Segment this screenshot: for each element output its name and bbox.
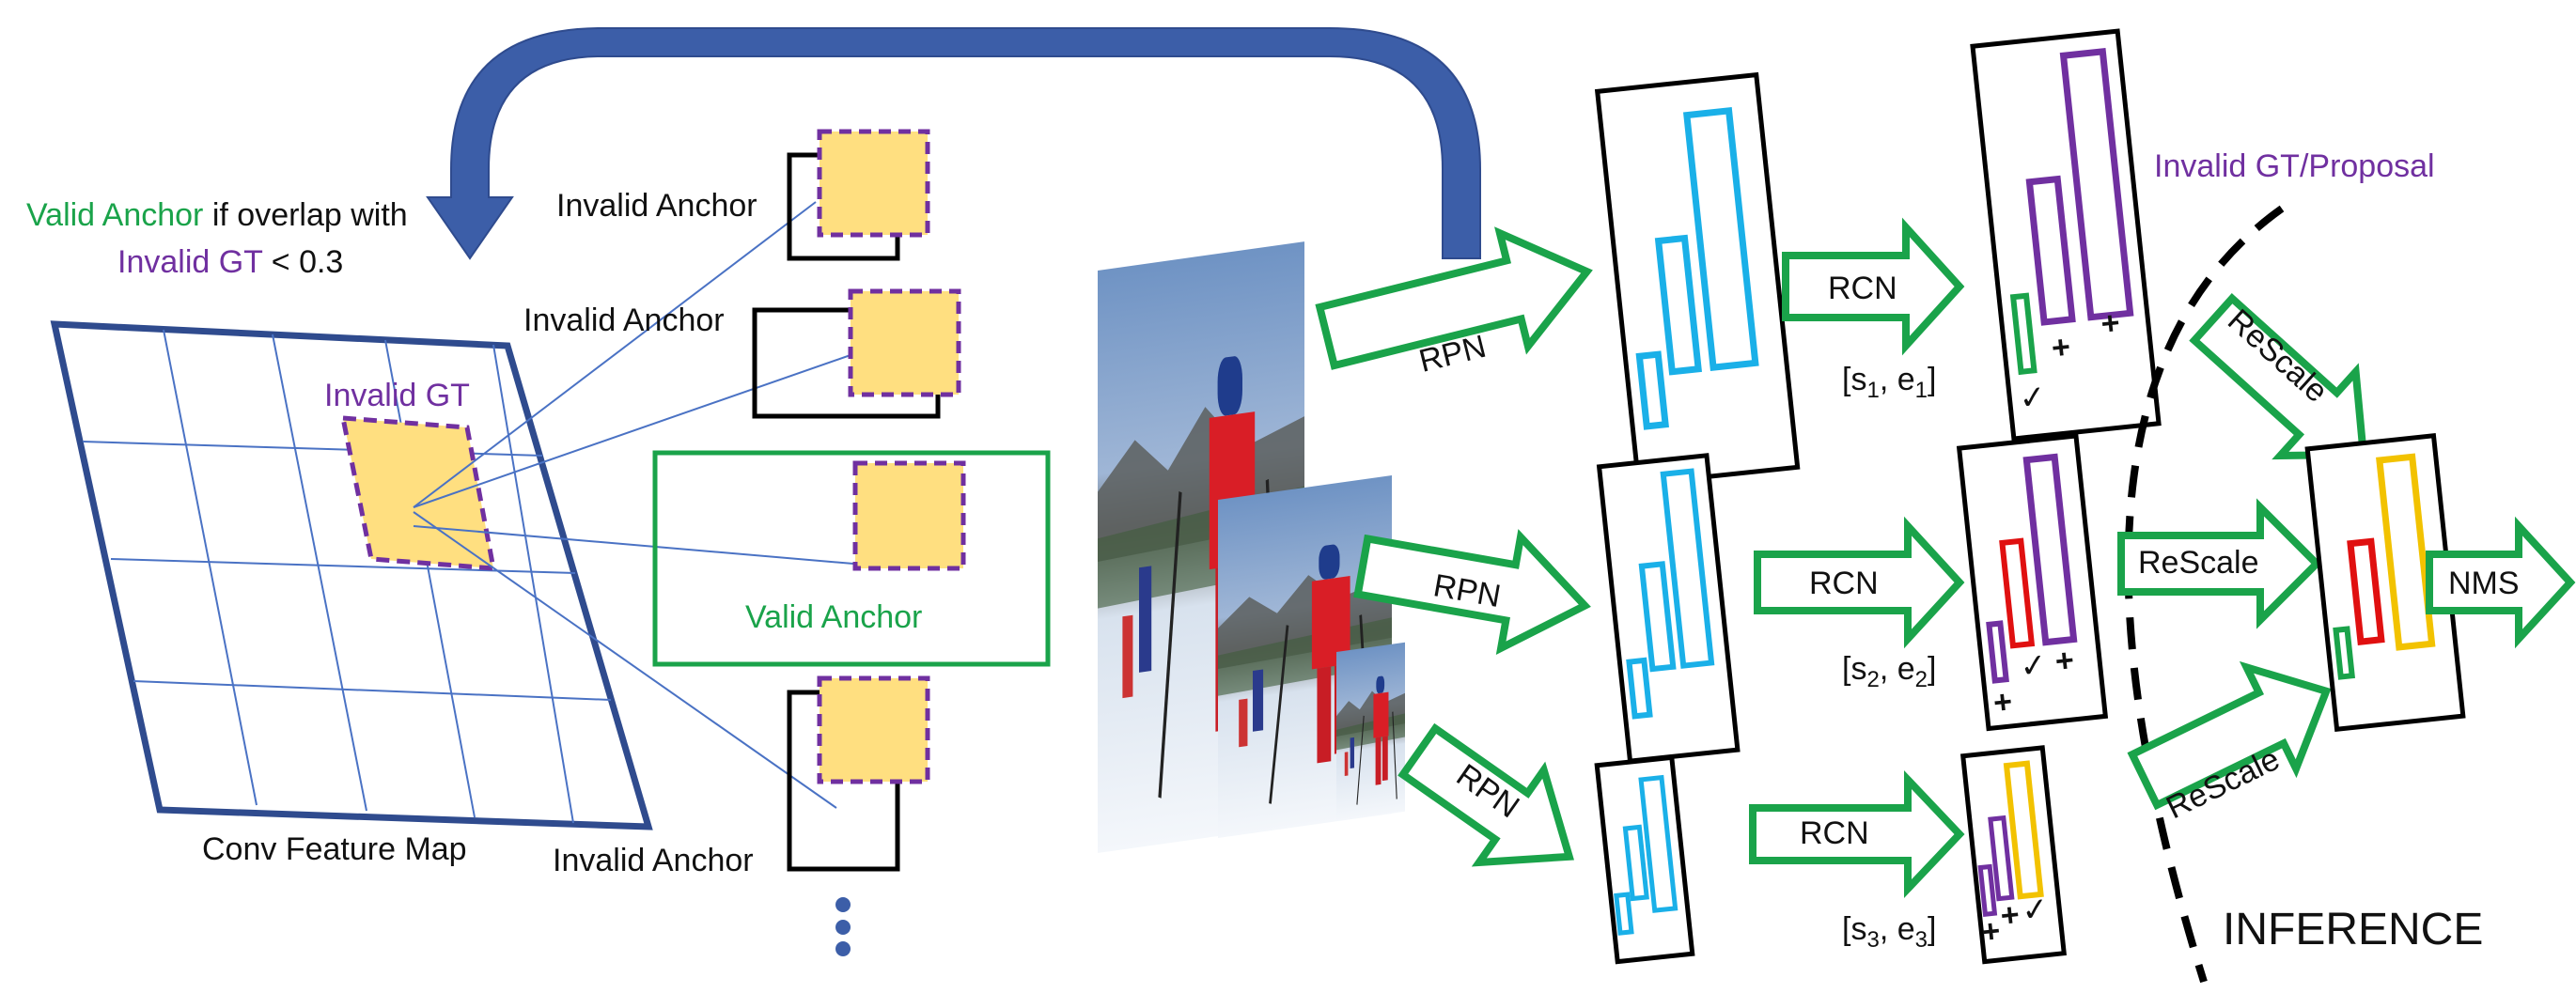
rcn-label-3: RCN	[1800, 815, 1869, 851]
rule-valid-anchor: Valid Anchor	[26, 197, 203, 233]
inference-boundary	[2124, 205, 2285, 984]
feature-map-outline	[50, 320, 653, 830]
nms-arrow	[2426, 516, 2576, 649]
rescale-arrows	[2117, 293, 2368, 811]
check-mark-1: ✓	[2018, 379, 2048, 417]
invalid-anchor-3: Invalid Anchor	[553, 675, 930, 878]
valid-anchor-rule-line2: Invalid GT < 0.3	[117, 244, 343, 280]
valid-anchor-label: Valid Anchor	[745, 599, 922, 635]
rpn-output-panel-1	[1594, 71, 1801, 487]
rule-overlap-text: if overlap with	[203, 197, 407, 233]
cross-mark-2b: +	[2053, 643, 2076, 680]
feedback-arrow	[426, 27, 1481, 260]
rcn-output-panel-1: ✓ + +	[1970, 28, 2162, 442]
cross-mark-2a: +	[1991, 684, 2014, 721]
rcn-label-1: RCN	[1828, 271, 1897, 306]
cross-mark-1a: +	[2050, 329, 2072, 366]
anchor-column: Invalid Anchor Invalid Anchor Valid Anch…	[523, 129, 1051, 956]
rpn-arrow-3	[1397, 722, 1574, 867]
cross-mark-3a: +	[1979, 913, 2002, 951]
rcn-arrow-1	[1782, 217, 1965, 356]
rcn-label-2: RCN	[1809, 566, 1879, 601]
valid-anchor-rule: Valid Anchor if overlap with	[26, 197, 408, 233]
invalid-gt-proposal-label: Invalid GT/Proposal	[2154, 148, 2435, 184]
valid-anchor: Valid Anchor	[652, 450, 1051, 667]
invalid-anchor-label-2: Invalid Anchor	[523, 303, 725, 338]
rpn-arrow-1	[1315, 226, 1593, 370]
rule-invalid-gt: Invalid GT	[117, 244, 262, 280]
invalid-anchor-label-3: Invalid Anchor	[553, 843, 754, 878]
scale-range-1: [s1, e1]	[1842, 362, 1936, 403]
check-mark-2: ✓	[2018, 647, 2048, 686]
rcn-arrow-2	[1754, 516, 1965, 649]
rpn-output-panel-2	[1596, 453, 1741, 764]
invalid-gt-label: Invalid GT	[324, 378, 470, 413]
rcn-arrows	[1749, 217, 1965, 899]
cross-mark-1b: +	[2100, 305, 2122, 343]
rescale-label-2: ReScale	[2138, 545, 2259, 581]
skier-image-small	[1335, 641, 1407, 823]
feature-map-label: Conv Feature Map	[202, 831, 467, 867]
scale-range-2: [s2, e2]	[1842, 651, 1936, 692]
rcn-arrow-3	[1749, 769, 1965, 899]
rescale-arrow-2	[2117, 498, 2322, 629]
rescale-arrow-3	[2127, 660, 2332, 811]
nms-label: NMS	[2448, 566, 2520, 601]
conv-feature-map: Invalid GT Conv Feature Map	[50, 201, 854, 867]
cross-mark-3b: +	[1999, 897, 2022, 935]
merged-panel	[2304, 433, 2466, 733]
scale-range-3: [s3, e3]	[1842, 911, 1936, 953]
rpn-arrows	[1315, 226, 1593, 867]
scale-range-labels: [s1, e1] [s2, e2] [s3, e3]	[1842, 362, 1936, 953]
more-dots	[835, 897, 851, 956]
rpn-output-panel-3	[1594, 754, 1695, 965]
invalid-anchor-1: Invalid Anchor	[556, 129, 930, 261]
invalid-gt-box	[339, 415, 497, 571]
invalid-anchor-2: Invalid Anchor	[523, 288, 961, 419]
rcn-output-panel-2: + ✓ +	[1956, 433, 2109, 732]
rule-threshold: < 0.3	[262, 244, 343, 280]
check-mark-3: ✓	[2020, 891, 2050, 929]
invalid-anchor-label-1: Invalid Anchor	[556, 188, 757, 224]
anchor-link-lines	[413, 201, 854, 809]
inference-label: INFERENCE	[2223, 905, 2483, 954]
rcn-output-panel-3: + + ✓	[1959, 745, 2067, 965]
rpn-arrow-2	[1353, 529, 1591, 656]
